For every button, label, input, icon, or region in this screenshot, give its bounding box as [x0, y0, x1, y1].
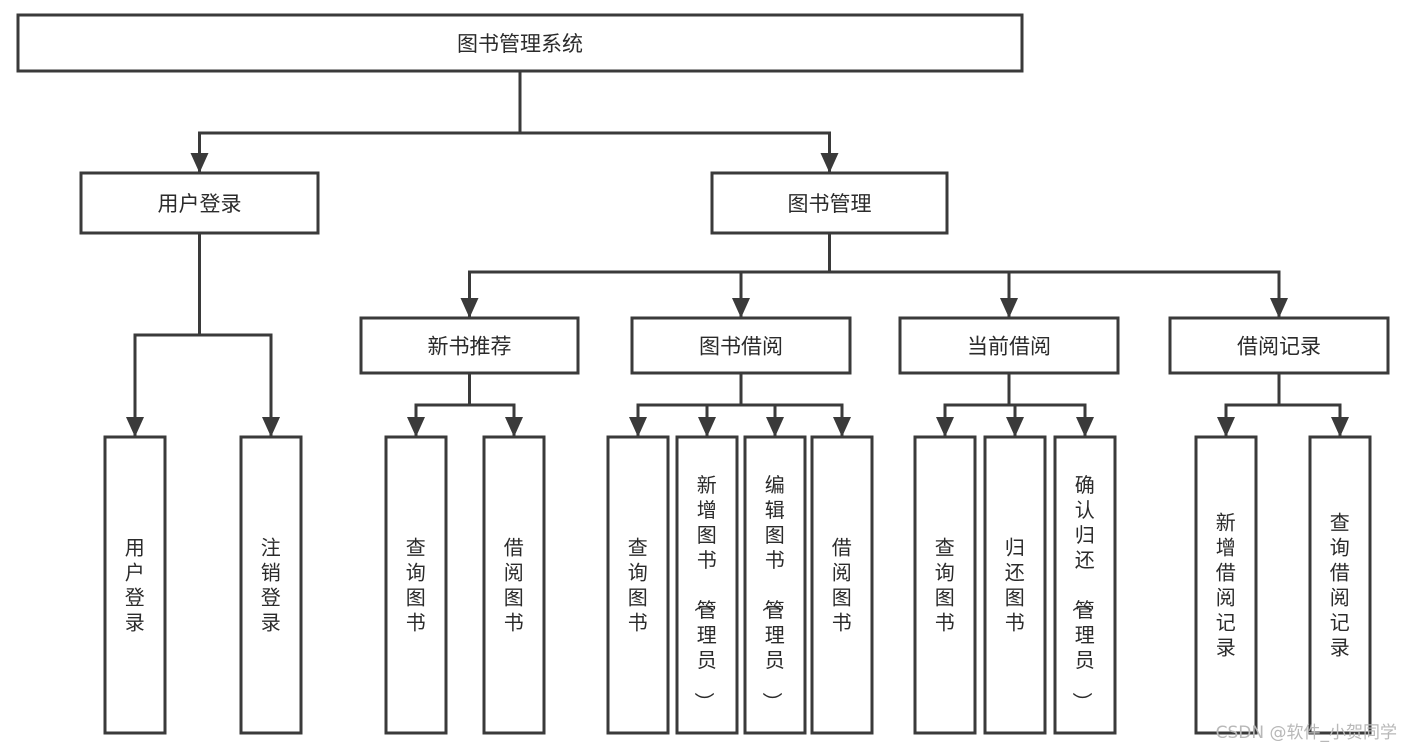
connector-layer — [126, 69, 1349, 439]
node-n_query[interactable]: 查询图书 — [384, 435, 448, 735]
node-label: 查询图书 — [628, 536, 649, 635]
node-box — [1168, 316, 1390, 375]
node-box — [1053, 435, 1117, 735]
node-b_borrow[interactable]: 借阅图书 — [810, 435, 874, 735]
arrow-head-icon — [1331, 417, 1349, 437]
node-label: 查询图书 — [935, 536, 956, 635]
arrow-head-icon — [190, 153, 209, 173]
node-record[interactable]: 借阅记录 — [1168, 316, 1390, 375]
node-label: 新书推荐 — [428, 335, 512, 359]
node-label: 查询借阅记录 — [1330, 511, 1351, 660]
node-box — [79, 171, 320, 235]
node-borrow[interactable]: 图书借阅 — [630, 316, 852, 375]
node-box — [359, 316, 580, 375]
arrow-head-icon — [936, 417, 954, 437]
node-box — [913, 435, 977, 735]
node-login[interactable]: 用户登录 — [79, 171, 320, 235]
node-l_login[interactable]: 用户登录 — [103, 435, 167, 735]
arrow-head-icon — [262, 417, 280, 437]
node-box — [384, 435, 448, 735]
node-label: 图书管理 — [788, 192, 872, 216]
node-label: 借阅图书 — [832, 536, 853, 635]
node-box — [239, 435, 303, 735]
node-current[interactable]: 当前借阅 — [898, 316, 1120, 375]
node-label: 借阅图书 — [504, 536, 525, 635]
arrow-head-icon — [629, 417, 647, 437]
node-bookmgr[interactable]: 图书管理 — [710, 171, 949, 235]
node-b_add[interactable]: 新增图书（管理员） — [675, 435, 739, 735]
arrow-head-icon — [766, 417, 784, 437]
node-box — [810, 435, 874, 735]
node-label: 归还图书 — [1005, 536, 1026, 635]
node-label: 查询图书 — [406, 536, 427, 635]
node-label: 图书管理系统 — [457, 32, 583, 56]
node-label: 注销登录 — [261, 536, 282, 635]
node-label: 图书借阅 — [699, 335, 783, 359]
node-box — [630, 316, 852, 375]
node-label: 新增图书（管理员） — [692, 473, 718, 713]
node-label: 用户登录 — [125, 536, 146, 635]
arrow-head-icon — [505, 417, 523, 437]
node-c_confirm[interactable]: 确认归还（管理员） — [1053, 435, 1117, 735]
node-box — [675, 435, 739, 735]
arrow-head-icon — [698, 417, 716, 437]
node-box — [482, 435, 546, 735]
arrow-head-icon — [732, 298, 750, 318]
arrow-head-icon — [1000, 298, 1018, 318]
arrow-head-icon — [126, 417, 144, 437]
node-box — [606, 435, 670, 735]
node-label: 当前借阅 — [967, 335, 1051, 359]
node-box — [103, 435, 167, 735]
node-label: 借阅记录 — [1237, 335, 1321, 359]
node-label: 新增借阅记录 — [1216, 511, 1237, 660]
arrow-head-icon — [407, 417, 425, 437]
node-label: 用户登录 — [158, 192, 242, 216]
node-r_add[interactable]: 新增借阅记录 — [1194, 435, 1258, 735]
node-box — [710, 171, 949, 235]
node-newbook[interactable]: 新书推荐 — [359, 316, 580, 375]
node-label: 编辑图书（管理员） — [760, 473, 786, 713]
node-box — [1308, 435, 1372, 735]
node-box — [898, 316, 1120, 375]
arrow-head-icon — [1217, 417, 1235, 437]
node-r_query[interactable]: 查询借阅记录 — [1308, 435, 1372, 735]
node-box — [16, 13, 1024, 73]
arrow-head-icon — [460, 298, 479, 318]
node-root[interactable]: 图书管理系统 — [16, 13, 1024, 73]
node-c_return[interactable]: 归还图书 — [983, 435, 1047, 735]
node-l_logout[interactable]: 注销登录 — [239, 435, 303, 735]
node-box — [983, 435, 1047, 735]
node-b_query[interactable]: 查询图书 — [606, 435, 670, 735]
node-b_edit[interactable]: 编辑图书（管理员） — [743, 435, 807, 735]
arrow-head-icon — [1006, 417, 1024, 437]
node-n_borrow[interactable]: 借阅图书 — [482, 435, 546, 735]
arrow-head-icon — [820, 153, 839, 173]
arrow-head-icon — [1270, 298, 1288, 318]
node-c_query[interactable]: 查询图书 — [913, 435, 977, 735]
node-layer: 图书管理系统用户登录图书管理新书推荐图书借阅当前借阅借阅记录用户登录注销登录查询… — [16, 13, 1390, 735]
node-label: 确认归还（管理员） — [1070, 473, 1096, 713]
node-box — [743, 435, 807, 735]
node-box — [1194, 435, 1258, 735]
arrow-head-icon — [833, 417, 851, 437]
arrow-head-icon — [1076, 417, 1094, 437]
